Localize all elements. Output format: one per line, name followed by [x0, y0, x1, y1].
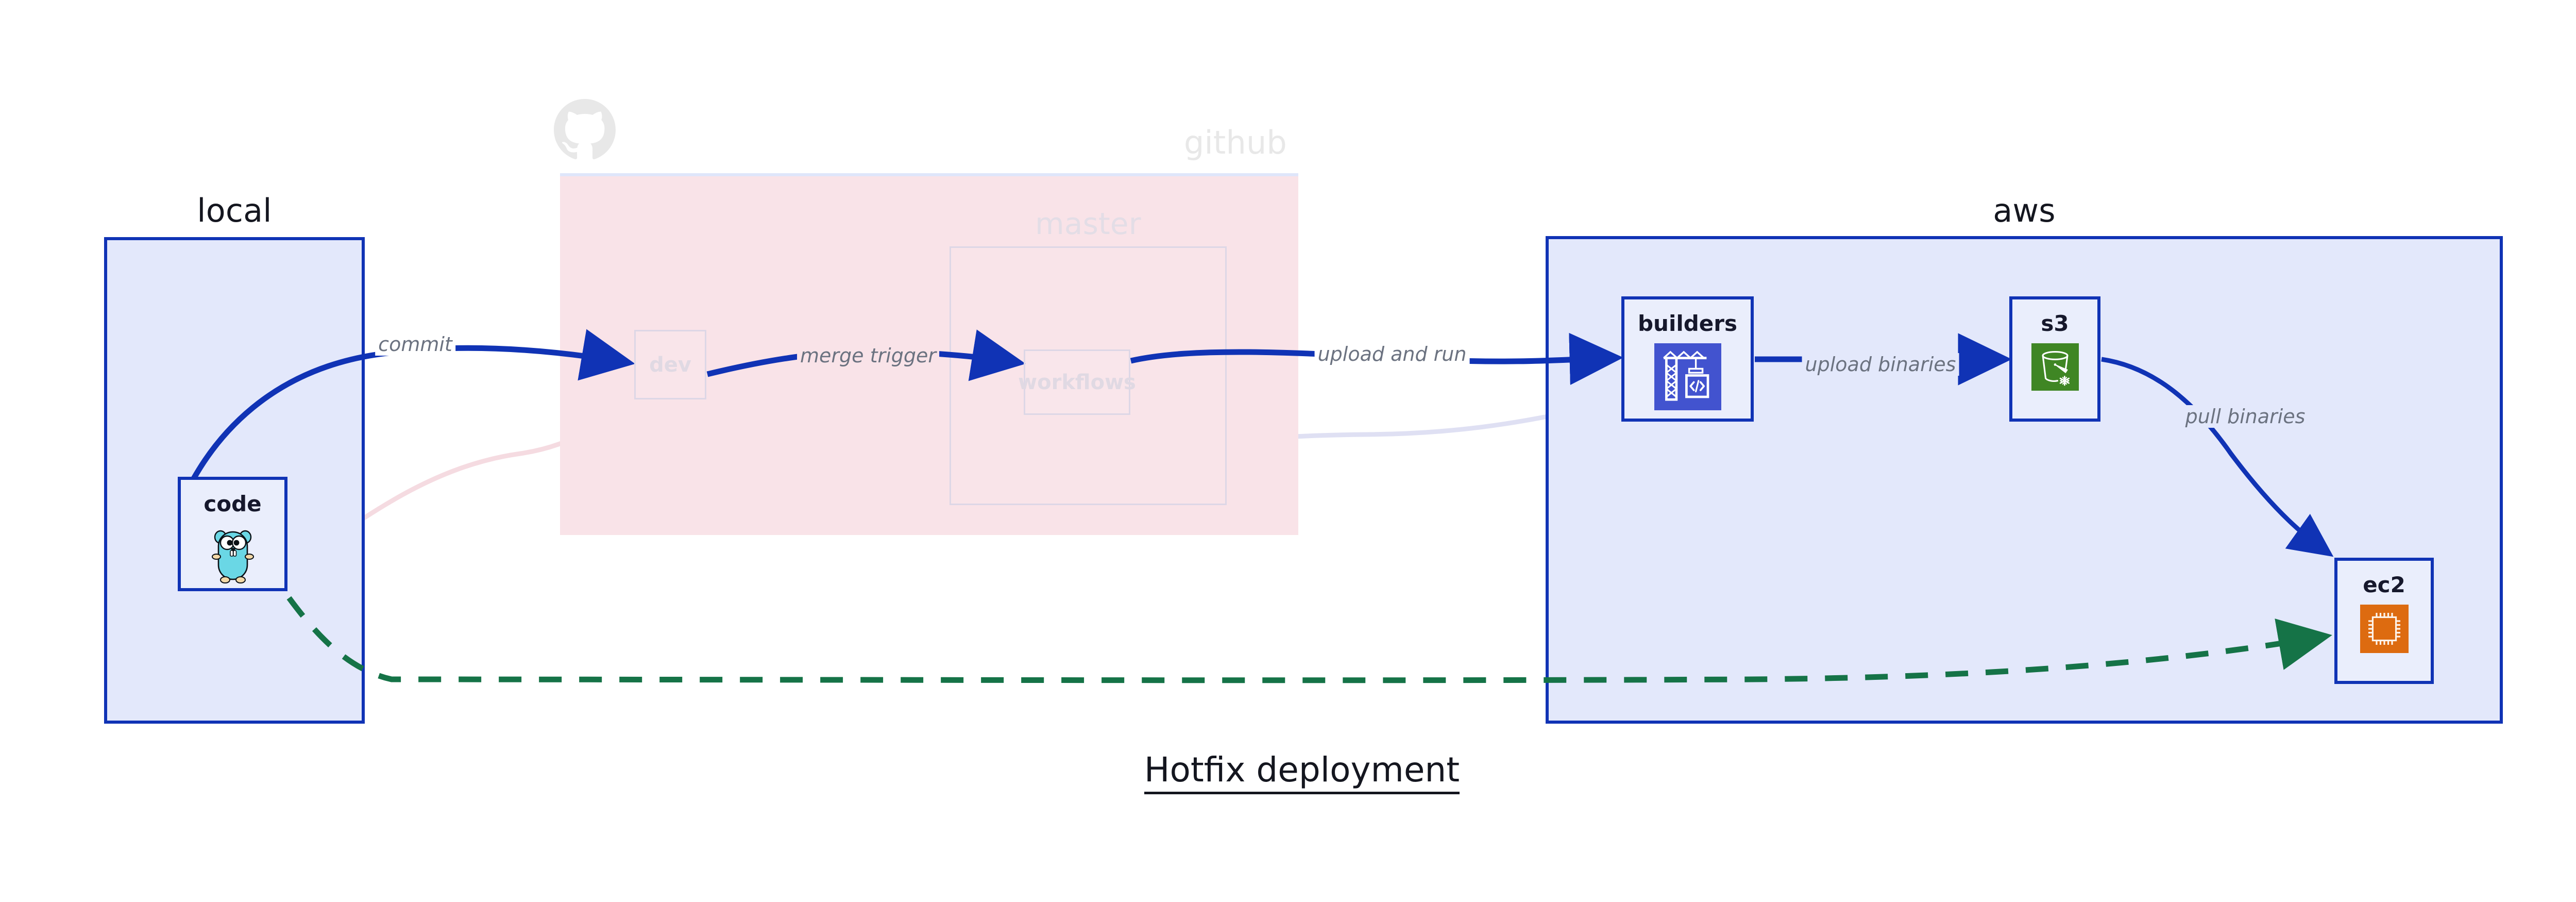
node-s3-label: s3 [2041, 311, 2069, 336]
node-ec2-label: ec2 [2363, 572, 2405, 597]
cluster-aws-label: aws [1993, 192, 2056, 229]
node-code-label: code [204, 491, 262, 516]
aws-ec2-chip-icon [2360, 605, 2409, 653]
cluster-master-label: master [1035, 206, 1141, 241]
edge-label-pull-binaries: pull binaries [2182, 405, 2309, 428]
diagram-title: Hotfix deployment [0, 750, 2576, 794]
cluster-github-label: github [1183, 124, 1287, 161]
aws-s3-glacier-bucket-icon [2031, 343, 2079, 391]
node-workflows[interactable]: workflows [1018, 349, 1136, 415]
node-workflows-label: workflows [1018, 370, 1136, 394]
aws-codebuild-crane-icon [1654, 343, 1721, 410]
edge-label-merge-trigger: merge trigger [797, 344, 939, 367]
github-octocat-icon [554, 99, 616, 161]
edge-commit [191, 329, 635, 481]
node-dev[interactable]: dev [634, 330, 706, 399]
node-code[interactable]: code [178, 477, 287, 591]
diagram-title-text: Hotfix deployment [1144, 750, 1460, 794]
edge-label-upload-binaries: upload binaries [1802, 353, 1959, 376]
edge-label-upload-and-run: upload and run [1314, 343, 1470, 365]
cluster-local-label: local [197, 192, 272, 229]
node-dev-label: dev [649, 353, 691, 377]
edge-label-commit: commit [375, 333, 455, 356]
node-builders[interactable]: builders [1621, 296, 1754, 422]
edge-pull-binaries [2101, 357, 2334, 557]
edge-hotfix-direct [286, 596, 2332, 683]
node-s3[interactable]: s3 [2009, 296, 2100, 422]
node-builders-label: builders [1637, 311, 1738, 336]
node-ec2[interactable]: ec2 [2334, 558, 2434, 684]
go-gopher-icon [207, 526, 259, 588]
